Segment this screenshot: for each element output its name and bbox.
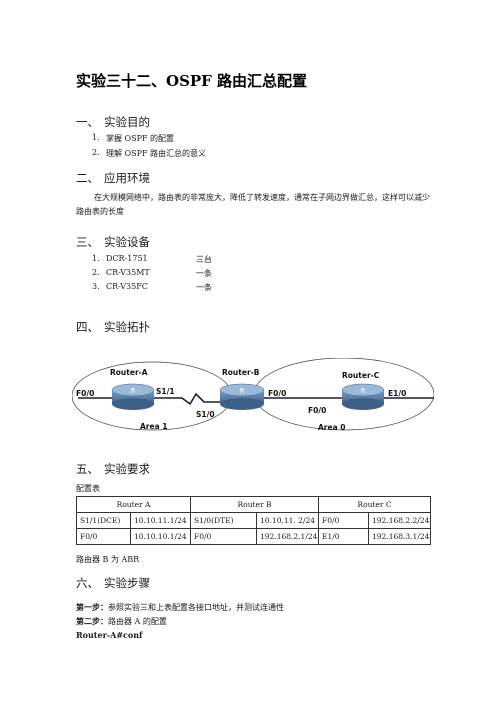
table-cell: F0/0	[76, 528, 131, 545]
page-title: 实验三十二、OSPF 路由汇总配置	[76, 72, 308, 90]
router-b-label: Router-B	[222, 368, 260, 377]
list-text: 理解 OSPF 路由汇总的意义	[106, 149, 207, 158]
equipment-item: 3. CR-V35FC 一条	[92, 282, 392, 294]
area0-label: Area 0	[318, 423, 345, 432]
section-heading-objectives: 一、实验目的	[76, 114, 150, 130]
step-label: 第二步：	[76, 616, 108, 626]
section-number: 四、	[76, 320, 99, 334]
b-f00-label: F0/0	[268, 389, 286, 398]
section-label: 实验步骤	[104, 576, 150, 590]
table-caption: 配置表	[76, 484, 100, 493]
equipment-qty: 一条	[196, 283, 212, 292]
environment-paragraph: 在大规模网络中，路由表的非常庞大，降低了转发速度，通常在子网边界做汇总，这样可以…	[76, 193, 430, 216]
section-label: 实验拓扑	[104, 320, 150, 334]
table-cell: E1/0	[318, 528, 369, 545]
section-number: 一、	[76, 115, 99, 129]
a-f00-label: F0/0	[76, 389, 94, 398]
section-number: 六、	[76, 576, 99, 590]
config-table: Router A Router B Router C S1/1(DCE) 10.…	[76, 496, 431, 545]
router-glyph: R	[361, 387, 366, 395]
step-line: 第一步：参照实验三和上表配置各接口地址，并测试连通性	[76, 602, 284, 613]
equipment-item: 2. CR-V35MT 一条	[92, 268, 392, 280]
router-c-icon: R	[341, 383, 385, 410]
router-glyph: R	[240, 387, 245, 395]
list-number: 3.	[92, 282, 100, 291]
section-heading-requirements: 五、实验要求	[76, 461, 150, 477]
step-line: 第二步：路由器 A 的配置	[76, 616, 167, 627]
table-row: S1/1(DCE) 10.10.11.1/24 S1/0(DTE) 10.10.…	[76, 512, 431, 529]
list-number: 2.	[92, 268, 100, 277]
equipment-name: CR-V35FC	[106, 282, 148, 291]
table-header-cell: Router B	[190, 496, 319, 513]
b-s10-label: S1/0	[196, 410, 215, 419]
section-heading-topology: 四、实验拓扑	[76, 319, 150, 335]
table-header-cell: Router C	[318, 496, 431, 513]
table-cell: 10.10.11.1/24	[130, 512, 191, 529]
router-glyph: R	[131, 387, 136, 395]
a-s11-label: S1/1	[156, 387, 175, 396]
area1-label: Area 1	[140, 422, 167, 431]
command-line: Router-A#conf	[76, 630, 143, 640]
table-header-row: Router A Router B Router C	[76, 496, 431, 513]
list-text: 掌握 OSPF 的配置	[106, 134, 175, 143]
section-label: 实验设备	[104, 235, 150, 249]
step-text: 路由器 A 的配置	[108, 617, 167, 626]
table-cell: F0/0	[190, 528, 257, 545]
table-row: F0/0 10.10.10.1/24 F0/0 192.168.2.1/24 E…	[76, 528, 431, 545]
table-cell: 192.168.2.2/24	[368, 512, 431, 529]
equipment-qty: 三台	[196, 255, 212, 264]
table-cell: S1/0(DTE)	[190, 512, 257, 529]
step-text: 参照实验三和上表配置各接口地址，并测试连通性	[108, 603, 284, 612]
section-heading-steps: 六、实验步骤	[76, 575, 150, 591]
step-label: 第一步：	[76, 602, 108, 612]
table-cell: 10.10.10.1/24	[130, 528, 191, 545]
topology-diagram: R R R Router-A Router-B Router-C F0/0 S1…	[72, 358, 434, 432]
router-c-label: Router-C	[342, 371, 380, 380]
serial-link	[154, 392, 220, 406]
section-label: 应用环境	[104, 171, 150, 185]
section-number: 二、	[76, 171, 99, 185]
router-b-icon: R	[219, 383, 265, 410]
b-f00-lower-label: F0/0	[308, 406, 326, 415]
list-item: 2. 理解 OSPF 路由汇总的意义	[92, 148, 392, 160]
equipment-name: DCR-1751	[106, 254, 148, 263]
table-header-cell: Router A	[76, 496, 191, 513]
list-item: 1. 掌握 OSPF 的配置	[92, 133, 392, 145]
abr-note: 路由器 B 为 ABR	[76, 555, 140, 564]
table-cell: 192.168.3.1/24	[368, 528, 431, 545]
equipment-name: CR-V35MT	[106, 268, 150, 277]
list-number: 1.	[92, 254, 100, 263]
table-cell: 192.168.2.1/24	[256, 528, 319, 545]
equipment-item: 1. DCR-1751 三台	[92, 254, 392, 266]
section-number: 三、	[76, 235, 99, 249]
section-label: 实验要求	[104, 462, 150, 476]
list-number: 1.	[92, 133, 100, 142]
router-a-label: Router-A	[110, 368, 148, 377]
section-label: 实验目的	[104, 115, 150, 129]
router-a-icon: R	[111, 383, 155, 410]
table-cell: F0/0	[318, 512, 369, 529]
table-cell: S1/1(DCE)	[76, 512, 131, 529]
c-e10-label: E1/0	[388, 389, 406, 398]
section-heading-equipment: 三、实验设备	[76, 234, 150, 250]
section-heading-environment: 二、应用环境	[76, 170, 150, 186]
table-cell: 10.10.11. 2/24	[256, 512, 319, 529]
list-number: 2.	[92, 148, 100, 157]
section-number: 五、	[76, 462, 99, 476]
equipment-qty: 一条	[196, 269, 212, 278]
